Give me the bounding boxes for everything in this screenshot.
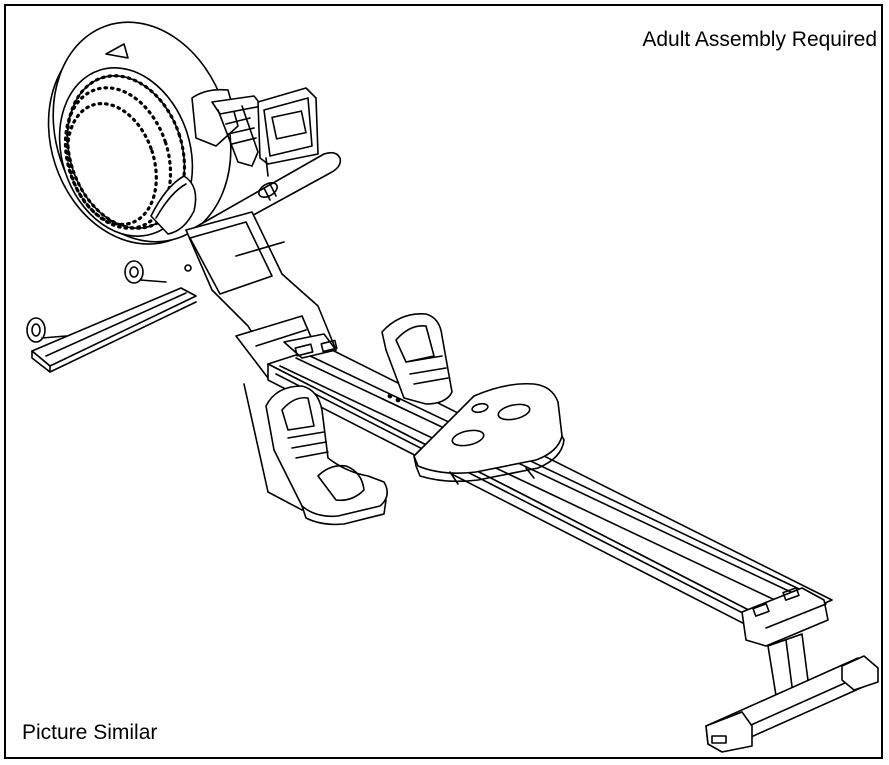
illustration-frame: Adult Assembly Required Picture Similar (4, 4, 883, 759)
fan-housing (22, 6, 259, 267)
main-rail (268, 334, 832, 640)
assembly-notice: Adult Assembly Required (642, 28, 877, 51)
picture-disclaimer: Picture Similar (22, 721, 158, 744)
rear-support (706, 588, 878, 752)
monitor-console (192, 88, 318, 176)
footrest-left (266, 386, 387, 524)
front-stabilizer (27, 261, 196, 372)
rowing-machine-illustration (6, 6, 881, 757)
seat (414, 384, 564, 484)
footrest-right (382, 314, 452, 404)
